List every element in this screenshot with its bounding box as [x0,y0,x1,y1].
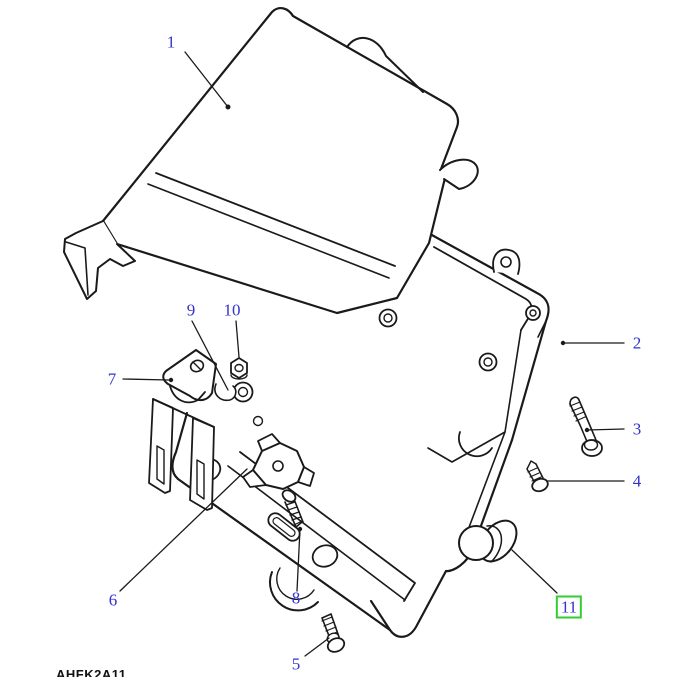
screw-part-4-drawing [526,460,549,493]
lower-cowl-drawing [148,230,551,639]
part-callout-5[interactable]: 5 [291,654,301,674]
drawing-reference-code: AHFK2A11 [56,667,127,677]
nut-part-10-drawing [230,357,248,380]
part-callout-10[interactable]: 10 [223,300,241,320]
screw-part-5-drawing [321,613,346,653]
part-callout-4[interactable]: 4 [632,471,642,491]
upper-cowl-drawing [63,6,479,315]
part-callout-6[interactable]: 6 [108,590,118,610]
clip-part-9-drawing [214,383,237,402]
grommet-part-11-drawing [458,519,518,563]
part-callout-8[interactable]: 8 [291,588,301,608]
clamp-part-6-drawing [242,433,315,490]
screw-part-3-drawing [569,396,603,457]
part-callout-2[interactable]: 2 [632,333,642,353]
part-callout-7[interactable]: 7 [107,369,117,389]
leader-lines [119,51,625,657]
part-callout-11-selected[interactable]: 11 [555,595,583,619]
screw-part-8-drawing [281,489,304,528]
part-callout-1[interactable]: 1 [166,32,176,52]
part-callout-9[interactable]: 9 [186,300,196,320]
bracket-part-7-drawing [162,349,217,404]
part-callout-3[interactable]: 3 [632,419,642,439]
